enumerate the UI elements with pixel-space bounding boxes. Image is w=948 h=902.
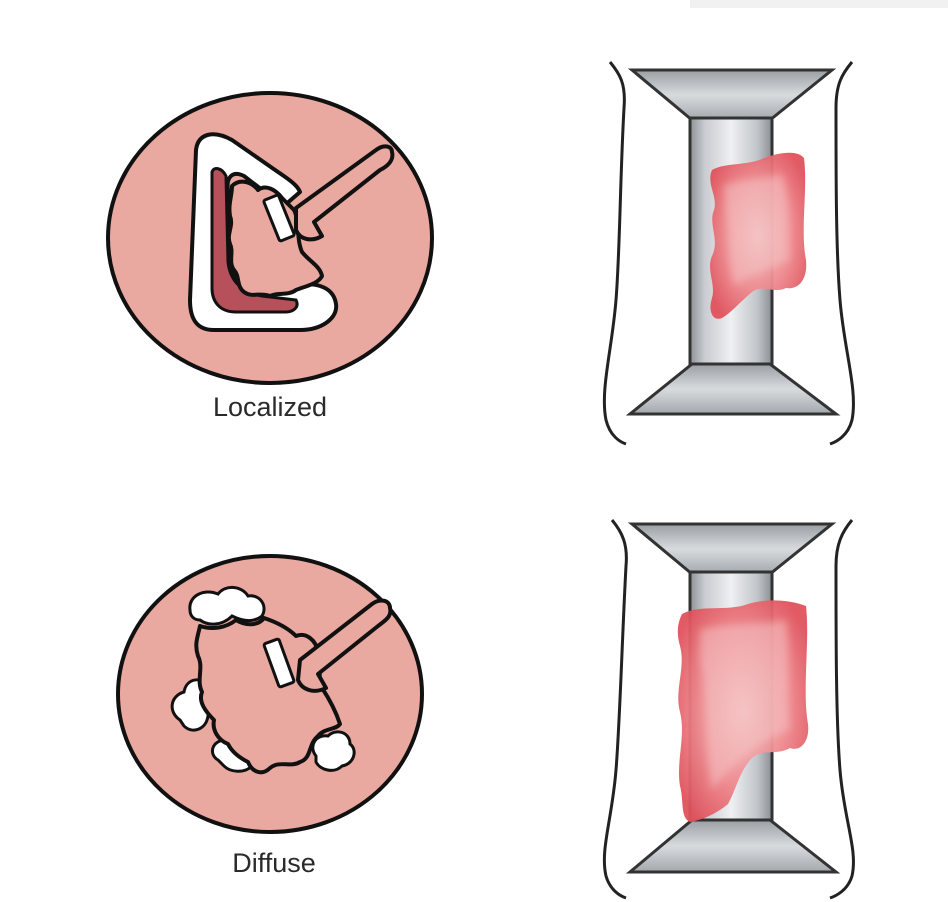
localized-circle-diagram xyxy=(108,93,432,383)
localized-capsule-right xyxy=(830,62,853,444)
diffuse-caption: Diffuse xyxy=(232,848,316,878)
top-right-artifact xyxy=(690,0,948,8)
diffuse-capsule-right xyxy=(830,520,853,898)
localized-bone-diagram xyxy=(604,62,853,444)
localized-caption: Localized xyxy=(213,392,327,422)
diffuse-bone-top-flange xyxy=(632,524,832,574)
diffuse-bone-bottom-flange xyxy=(630,820,836,872)
localized-capsule-left xyxy=(604,62,626,444)
diffuse-circle-diagram xyxy=(118,556,422,832)
localized-bone-bottom-flange xyxy=(630,364,836,414)
diffuse-bone-diagram xyxy=(604,520,853,898)
localized-bone-top-flange xyxy=(632,70,832,120)
diffuse-capsule-left xyxy=(604,520,626,898)
